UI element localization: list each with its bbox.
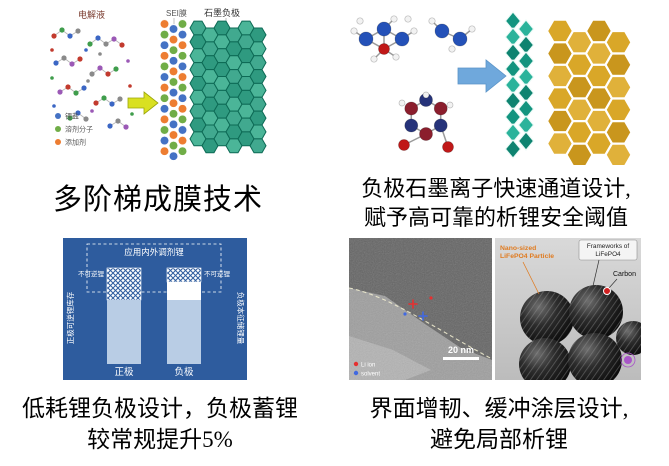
electrolyte-molecules: [50, 27, 134, 130]
electrolyte-label: 电解液: [78, 9, 105, 20]
anode-bar: [167, 300, 201, 364]
electrolyte-legend: 锂盐 溶剂分子 添加剂: [55, 112, 93, 147]
framework-label: Frameworks of: [587, 243, 629, 250]
particle-label: LiFePO4 Particle: [500, 253, 554, 260]
sei-label: SEI膜: [166, 8, 187, 18]
caption-line: 界面增韧、缓冲涂层设计,: [369, 396, 629, 421]
particle-leader-line: [522, 261, 540, 295]
particle-label: Nano-sized: [500, 245, 536, 252]
legend-dot-orange: [55, 139, 61, 145]
framework-label: LiFePO4: [595, 251, 621, 258]
legend-label: 溶剂分子: [65, 125, 93, 134]
caption-ion-channel: 负极石墨离子快速通道设计, 赋予高可靠的析锂安全阈值: [330, 174, 662, 232]
caption-line: 较常规提升5%: [87, 427, 233, 452]
legend-label: solvent: [361, 372, 380, 378]
ion-markers: [403, 296, 433, 321]
li-ion-dot: [429, 296, 433, 300]
graphite-gold-lattice: [545, 18, 633, 165]
legend-dot-red: [353, 361, 359, 367]
figure-ion-channel: [340, 5, 645, 165]
irreversible-label-left: 不可逆锂: [78, 269, 105, 278]
caption-film-technology: 多阶梯成膜技术: [52, 184, 263, 216]
caption-buffer-coating: 界面增韧、缓冲涂层设计, 避免局部析锂: [338, 393, 660, 455]
adjustable-li-zone: [86, 243, 222, 293]
tem-legend: Li ion solvent: [353, 361, 380, 378]
solvent-cross-marker: [418, 311, 428, 321]
scale-bar: [443, 357, 479, 360]
figure-buffer-coating: 20 nm Li ion solvent: [349, 238, 641, 380]
caption-line: 负极石墨离子快速通道设计,: [361, 176, 631, 201]
interface-dashed-line: [349, 287, 492, 360]
ion-channel-svg: [350, 11, 633, 165]
legend-dot-green: [55, 126, 61, 132]
sei-layer-dots: [160, 19, 187, 161]
yellow-right-arrow-icon: [127, 91, 159, 115]
caption-line: 赋予高可靠的析锂安全阈值: [363, 205, 628, 230]
left-axis-label: 正极可逆锂库存: [65, 291, 75, 344]
framework-label-box: [578, 239, 638, 261]
carbon-label: Carbon: [613, 271, 636, 278]
chart-background: [63, 238, 247, 380]
irreversible-label-right: 不可逆锂: [204, 269, 231, 278]
tem-noise-overlay: [349, 238, 492, 380]
purple-particle-dot: [624, 356, 632, 364]
blue-right-arrow-icon: [457, 59, 507, 93]
ion-channel-diamonds: [504, 11, 535, 159]
cathode-irreversible-segment: [106, 267, 142, 301]
li-ion-cross-marker: [408, 299, 418, 309]
figure-sei-film: 电解液 SEI膜 石墨负极 锂盐 溶剂分子 添加剂: [40, 6, 312, 168]
tem-image: 20 nm Li ion solvent: [349, 238, 492, 380]
caption-line: 避免局部析锂: [430, 427, 568, 452]
scale-label: 20 nm: [448, 345, 474, 355]
cathode-bar: [107, 300, 141, 364]
graphite-label: 石墨负极: [204, 7, 240, 18]
framework-leader-line: [592, 259, 600, 287]
legend-dot-blue: [55, 113, 61, 119]
caption-low-li-design: 低耗锂负极设计，负极蓄锂 较常规提升5%: [2, 393, 318, 455]
legend-label: 锂盐: [65, 112, 79, 121]
lifepo4-sphere-image: Nano-sized LiFePO4 Particle Frameworks o…: [495, 238, 641, 380]
lifepo4-spheres: [519, 285, 641, 380]
cathode-bar-label: 正极: [114, 366, 134, 378]
sei-film-svg: 电解液 SEI膜 石墨负极 锂盐 溶剂分子 添加剂: [50, 7, 267, 161]
chart-top-label: 应用内外调剂锂: [124, 247, 184, 257]
legend-label: 添加剂: [65, 138, 86, 147]
anode-irreversible-segment: [166, 267, 202, 283]
carbon-dot-marker: [603, 287, 611, 295]
legend-label: Li ion: [361, 363, 375, 369]
solvent-dot: [403, 312, 407, 316]
graphite-hex-lattice: [189, 20, 267, 154]
solvent-molecule-models: [350, 15, 476, 153]
caption-line: 低耗锂负极设计，负极蓄锂: [22, 396, 298, 421]
figure-li-inventory: 应用内外调剂锂 正极可逆锂库存 负极本征储锂量 不可逆锂 不可逆锂 正极 负极: [63, 238, 247, 380]
carbon-leader-line: [608, 278, 618, 289]
anode-gain-segment: [167, 282, 201, 300]
right-axis-label: 负极本征储锂量: [236, 292, 246, 345]
legend-dot-blue: [353, 370, 359, 376]
purple-particle-ring: [620, 352, 636, 368]
li-inventory-chart: 应用内外调剂锂 正极可逆锂库存 负极本征储锂量 不可逆锂 不可逆锂 正极 负极: [63, 238, 247, 380]
anode-bar-label: 负极: [174, 366, 194, 378]
